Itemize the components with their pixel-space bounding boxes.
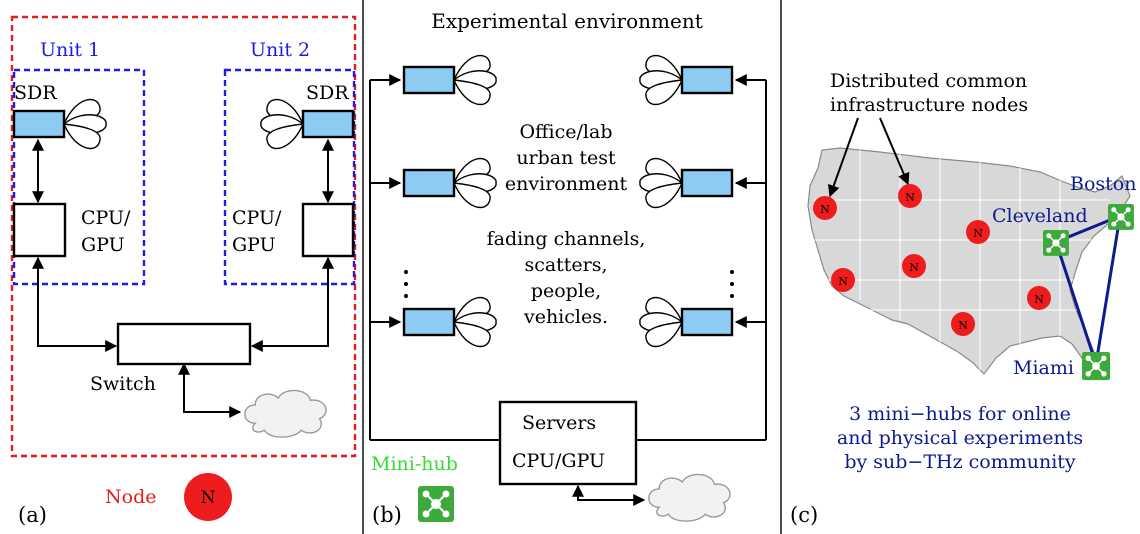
minihub-icon (1081, 351, 1111, 381)
svg-text:N: N (1034, 293, 1044, 306)
node-marker: N (831, 268, 855, 292)
node-marker: N (898, 184, 922, 208)
minihub-legend-label: Mini-hub (371, 453, 458, 475)
city-label-boston: Boston (1070, 173, 1136, 195)
antenna-pattern-icon (453, 296, 497, 348)
svg-text:N: N (973, 227, 983, 240)
channel-description: people, (531, 280, 601, 302)
node-legend-symbol: N (201, 488, 216, 508)
node-marker: N (1027, 286, 1051, 310)
antenna-pattern-icon (453, 157, 497, 209)
channel-description: fading channels, (487, 228, 646, 250)
switch-cloud-link (178, 362, 242, 418)
city-label-cleveland: Cleveland (992, 205, 1088, 227)
svg-text:N: N (820, 203, 830, 216)
node-marker: N (813, 196, 837, 220)
panel-c-caption: (c) (790, 503, 818, 527)
minihub-icon (1042, 229, 1070, 257)
panel-a: Unit 1 Unit 2 SDR SDR CPU/ GPU CPU/ GPU … (10, 15, 357, 527)
svg-text:N: N (905, 191, 915, 204)
switch-link-left (32, 256, 118, 352)
server-cloud-link (572, 484, 646, 506)
switch-box (116, 322, 252, 366)
node-marker: N (902, 254, 926, 278)
svg-text:N: N (838, 275, 848, 288)
sdr-box (402, 307, 456, 337)
cloud-icon (648, 473, 731, 522)
infra-pointer (828, 117, 859, 198)
node-marker: N (966, 220, 990, 244)
infra-label: Distributed common (830, 70, 1027, 92)
cpu-box-left (12, 202, 67, 258)
ellipsis-icon (404, 270, 734, 298)
cpu-label-left: CPU/ (81, 207, 131, 229)
panel-b: Experimental environment Office/l (369, 9, 767, 527)
hubs-description: and physical experiments (837, 427, 1083, 449)
sdr-label-left: SDR (14, 82, 57, 104)
svg-text:N: N (909, 261, 919, 274)
node-marker: N (951, 312, 975, 336)
antenna-pattern-icon (639, 296, 683, 348)
env-description: Office/lab (519, 121, 612, 143)
panel-a-caption: (a) (18, 503, 47, 527)
cpu-label-right: GPU (232, 234, 276, 256)
servers-label: CPU/GPU (512, 450, 605, 472)
cpu-label-right: CPU/ (232, 207, 282, 229)
panel-c: Distributed common infrastructure nodes … (790, 70, 1136, 527)
antenna-pattern-icon (63, 98, 107, 150)
env-description: environment (505, 173, 628, 195)
minihub-icon (1107, 203, 1135, 231)
node-legend-icon (184, 473, 232, 521)
sdr-left (12, 109, 66, 139)
antenna-pattern-icon (453, 54, 497, 106)
antenna-pattern-icon (639, 54, 683, 106)
hubs-description: 3 mini−hubs for online (849, 403, 1071, 425)
channel-description: scatters, (524, 254, 607, 276)
env-description: urban test (516, 147, 616, 169)
sdr-box (680, 65, 734, 95)
city-label-miami: Miami (1013, 357, 1074, 379)
servers-label: Servers (522, 412, 596, 434)
infra-label: infrastructure nodes (830, 94, 1028, 116)
unit2-box (223, 68, 356, 286)
servers-box (498, 400, 638, 486)
cpu-box-right (301, 202, 355, 258)
unit2-label: Unit 2 (250, 39, 310, 61)
cloud-icon (244, 389, 327, 438)
sdr-box (402, 168, 456, 198)
switch-link-right (250, 256, 334, 352)
panel-b-caption: (b) (372, 503, 402, 527)
sdr-right (301, 109, 355, 139)
channel-description: vehicles. (523, 306, 608, 328)
node-legend-label: Node (105, 486, 156, 508)
unit1-label: Unit 1 (40, 39, 100, 61)
hubs-description: by sub−THz community (844, 451, 1076, 473)
unit1-box (12, 68, 146, 286)
antenna-pattern-icon (639, 157, 683, 209)
cpu-label-left: GPU (81, 234, 125, 256)
sdr-box (402, 65, 456, 95)
switch-label: Switch (90, 373, 156, 395)
infra-pointer (879, 117, 910, 186)
hub-triangle (1054, 213, 1122, 365)
svg-text:N: N (958, 319, 968, 332)
env-title: Experimental environment (431, 9, 702, 33)
antenna-pattern-icon (260, 98, 304, 150)
sdr-label-right: SDR (306, 82, 349, 104)
sdr-box (680, 168, 734, 198)
sdr-box (680, 307, 734, 337)
minihub-legend-icon (417, 485, 455, 523)
